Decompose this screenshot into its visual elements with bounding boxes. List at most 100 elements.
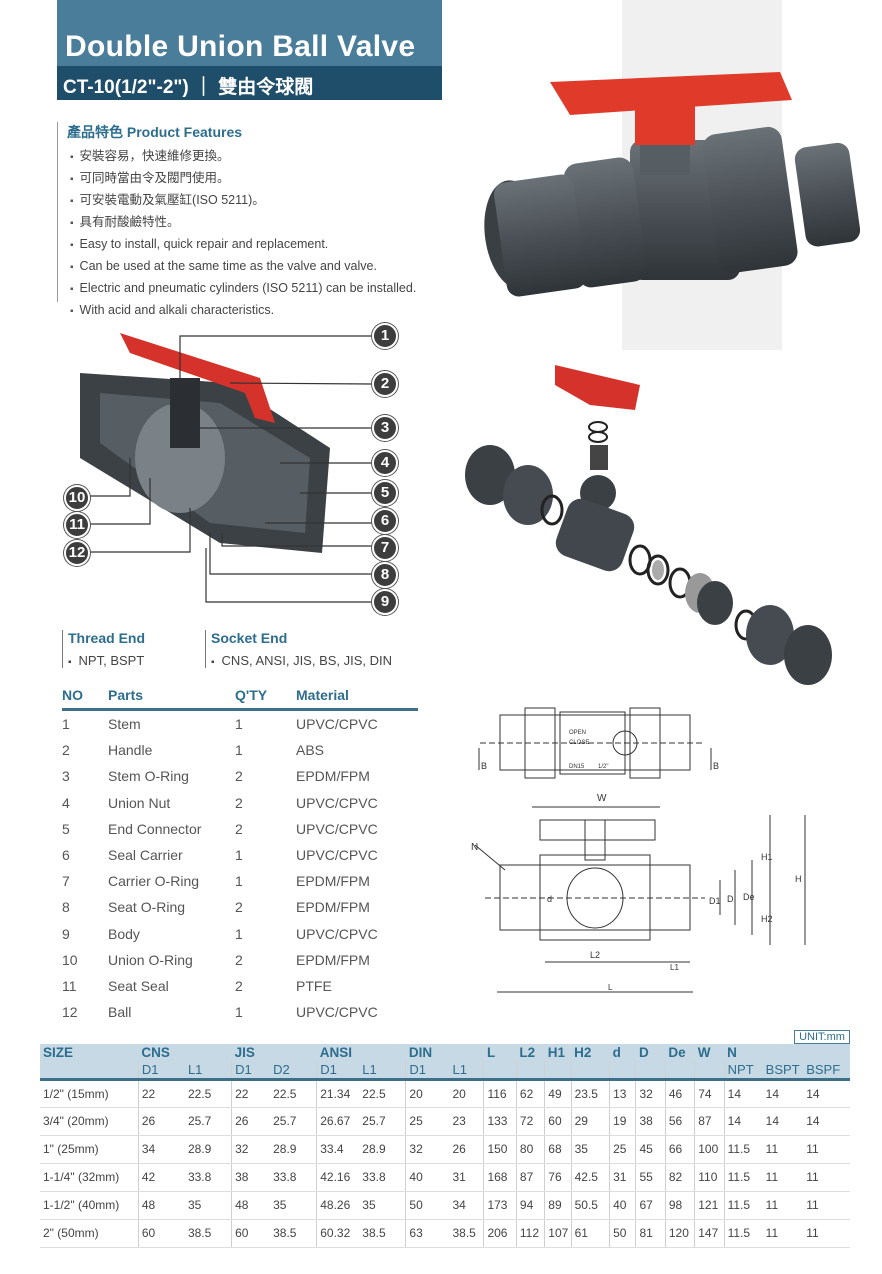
label-l: L <box>608 983 613 992</box>
spec-size: 2" (50mm) <box>40 1219 139 1248</box>
spec-cell: 50 <box>609 1219 636 1248</box>
spec-cell: 32 <box>231 1135 271 1164</box>
part-qty: 2 <box>235 951 243 968</box>
spec-cell: 26 <box>231 1107 271 1136</box>
spec-cell: 35 <box>359 1191 406 1220</box>
label-w: W <box>597 793 607 804</box>
part-qty: 1 <box>235 873 243 890</box>
spec-cell: 11 <box>762 1163 804 1192</box>
spec-cell: 63 <box>405 1219 450 1248</box>
spec-size: 1-1/4" (32mm) <box>40 1163 139 1192</box>
callout-4: 4 <box>372 450 398 476</box>
unit-badge: UNIT:mm <box>794 1030 850 1044</box>
callout-3: 3 <box>372 415 398 441</box>
spec-cell: 14 <box>803 1079 850 1108</box>
part-material: ABS <box>296 742 325 759</box>
spec-cell: 32 <box>405 1135 450 1164</box>
spec-cell: 22 <box>137 1079 185 1108</box>
part-name: Union Nut <box>108 794 171 811</box>
spec-cell: 40 <box>405 1163 450 1192</box>
spec-cell: 173 <box>483 1191 517 1220</box>
callout-11: 11 <box>64 512 90 538</box>
spec-cell: 38.5 <box>184 1219 232 1248</box>
spec-cell: 60 <box>544 1107 572 1136</box>
spec-cell: 28.9 <box>359 1135 406 1164</box>
features-heading-en: Product Features <box>126 124 243 140</box>
spec-sub-cell: D1 <box>137 1061 185 1081</box>
spec-cell: 42 <box>137 1163 185 1192</box>
part-no: 12 <box>62 1004 78 1021</box>
part-no: 10 <box>62 951 78 968</box>
label-h2: H2 <box>761 914 773 924</box>
spec-cell: 21.34 <box>316 1079 360 1108</box>
spec-cell: 38.5 <box>359 1219 406 1248</box>
part-name: Ball <box>108 1004 132 1021</box>
spec-cell: 35 <box>570 1135 610 1164</box>
feature-item: 可安裝電動及氣壓缸(ISO 5211)。 <box>70 190 477 212</box>
part-material: UPVC/CPVC <box>296 1004 378 1021</box>
part-no: 8 <box>62 899 70 916</box>
part-no: 9 <box>62 925 70 942</box>
spec-sub-cell <box>694 1061 725 1081</box>
spec-cell: 26 <box>137 1107 185 1136</box>
parts-header-material: Material <box>296 687 349 703</box>
part-qty: 2 <box>235 768 243 785</box>
feature-item: Can be used at the same time as the valv… <box>70 256 477 278</box>
parts-header-qty: Q'TY <box>235 687 268 703</box>
spec-size: 1/2" (15mm) <box>40 1079 139 1108</box>
spec-size: 3/4" (20mm) <box>40 1107 139 1136</box>
spec-cell: 55 <box>635 1163 666 1192</box>
spec-cell: 11.5 <box>723 1135 763 1164</box>
spec-cell: 49 <box>544 1079 572 1108</box>
label-d: D <box>727 894 734 904</box>
part-qty: 2 <box>235 977 243 994</box>
spec-cell: 60 <box>231 1219 271 1248</box>
spec-group-cell: L <box>483 1044 517 1061</box>
spec-cell: 35 <box>184 1191 232 1220</box>
spec-cell: 11 <box>803 1219 850 1248</box>
spec-cell: 80 <box>515 1135 545 1164</box>
spec-cell: 46 <box>664 1079 695 1108</box>
spec-cell: 11 <box>803 1135 850 1164</box>
spec-cell: 11.5 <box>723 1163 763 1192</box>
technical-drawing: W N B B OPEN CLOSE DN15 1/2" d D1 D De H… <box>471 707 806 993</box>
spec-cell: 25.7 <box>184 1107 232 1136</box>
spec-cell: 14 <box>723 1079 763 1108</box>
part-name: Handle <box>108 742 153 759</box>
spec-sub-cell: BSPT <box>762 1061 804 1081</box>
part-no: 4 <box>62 794 70 811</box>
part-no: 1 <box>62 716 70 733</box>
part-material: UPVC/CPVC <box>296 820 378 837</box>
spec-cell: 38 <box>635 1107 666 1136</box>
part-material: UPVC/CPVC <box>296 847 378 864</box>
part-qty: 2 <box>235 820 243 837</box>
part-material: UPVC/CPVC <box>296 794 378 811</box>
spec-group-cell: W <box>694 1044 725 1061</box>
thread-end-value: NPT, BSPT <box>68 653 145 668</box>
spec-cell: 35 <box>270 1191 317 1220</box>
label-close: CLOSE <box>569 740 589 746</box>
spec-sub-cell: BSPF <box>803 1061 850 1081</box>
spec-cell: 11 <box>762 1135 804 1164</box>
spec-sub-cell <box>544 1061 572 1081</box>
spec-cell: 28.9 <box>184 1135 232 1164</box>
spec-cell: 32 <box>635 1079 666 1108</box>
spec-group-cell: H1 <box>544 1044 572 1061</box>
spec-group-cell: ANSI <box>316 1044 360 1061</box>
feature-item: With acid and alkali characteristics. <box>70 300 477 322</box>
spec-cell: 110 <box>694 1163 725 1192</box>
spec-cell: 11.5 <box>723 1191 763 1220</box>
spec-sub-cell: D2 <box>270 1061 317 1081</box>
socket-end-heading: Socket End <box>211 630 288 646</box>
spec-cell: 168 <box>483 1163 517 1192</box>
callout-1: 1 <box>372 323 398 349</box>
spec-group-cell: DIN <box>405 1044 450 1061</box>
spec-sub-cell <box>483 1061 517 1081</box>
